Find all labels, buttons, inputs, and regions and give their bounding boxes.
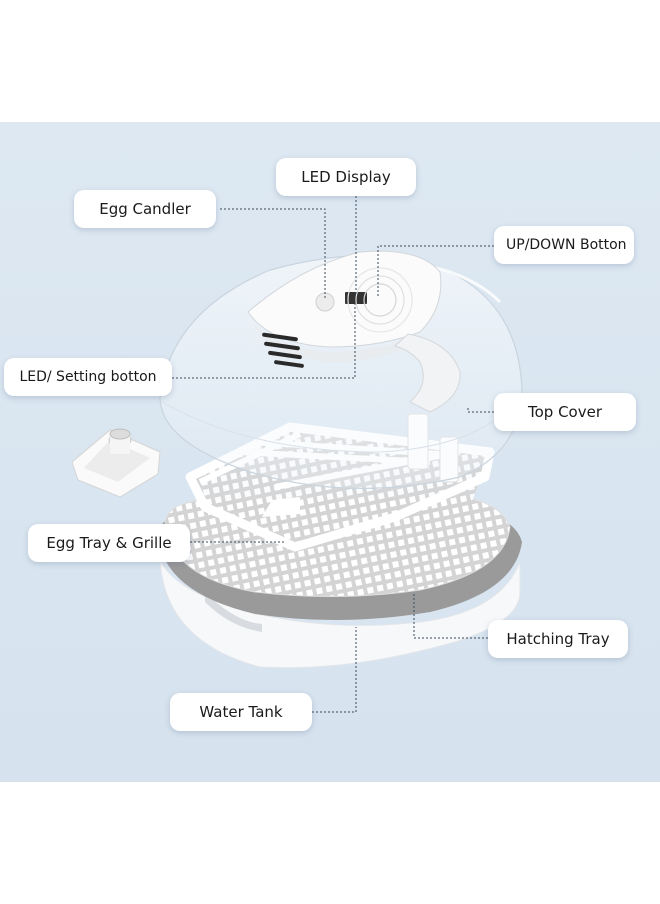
- egg-candler-text: Egg Candler: [99, 200, 191, 218]
- hatching-tray-text: Hatching Tray: [506, 630, 610, 648]
- label-led-display: LED Display: [276, 158, 416, 196]
- water-tank-text: Water Tank: [199, 703, 283, 721]
- led-setting-button-text: LED/ Setting botton: [19, 369, 157, 385]
- egg-candler: [71, 428, 161, 498]
- incubator-exploded-illustration: [71, 196, 523, 713]
- label-led-setting-button: LED/ Setting botton: [4, 358, 172, 396]
- up-down-button-text: UP/DOWN Botton: [506, 237, 627, 253]
- label-hatching-tray: Hatching Tray: [488, 620, 628, 658]
- label-egg-tray-grille: Egg Tray & Grille: [28, 524, 190, 562]
- label-egg-candler: Egg Candler: [74, 190, 216, 228]
- label-water-tank: Water Tank: [170, 693, 312, 731]
- label-top-cover: Top Cover: [494, 393, 636, 431]
- leader-lines: [172, 196, 494, 713]
- egg-tray-grille-text: Egg Tray & Grille: [46, 534, 172, 552]
- diagram-stage: LED Display Egg Candler UP/DOWN Botton L…: [0, 122, 660, 782]
- top-cover-text: Top Cover: [527, 403, 602, 421]
- led-display-text: LED Display: [301, 168, 391, 186]
- label-up-down-button: UP/DOWN Botton: [494, 226, 634, 264]
- control-head: [247, 250, 461, 413]
